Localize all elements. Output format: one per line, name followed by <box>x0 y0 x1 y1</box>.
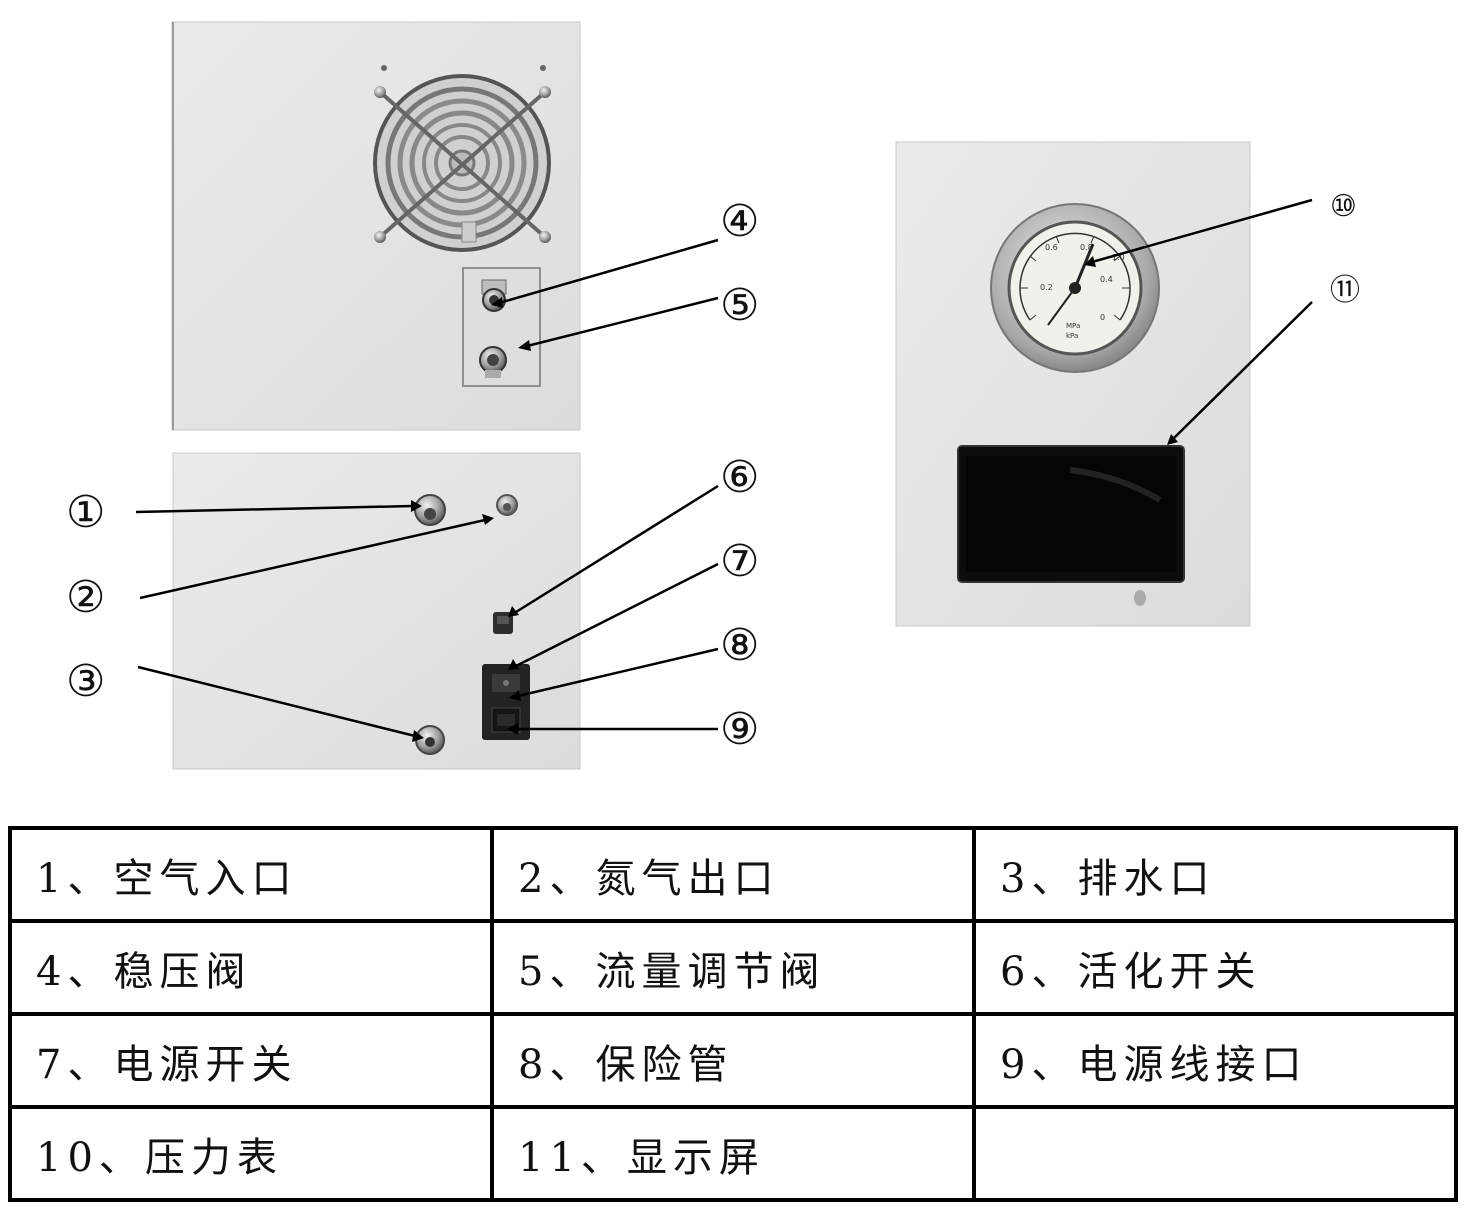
callout-3: ③ <box>66 656 105 707</box>
callout-6: ⑥ <box>720 452 759 503</box>
table-row: 7、电源开关 8、保险管 9、电源线接口 <box>8 1012 1458 1109</box>
gauge-tick-label: 0 <box>1100 313 1105 322</box>
legend-cell: 3、排水口 <box>972 826 1458 923</box>
gauge-tick-label: 0.4 <box>1100 275 1113 284</box>
legend-cell: 10、压力表 <box>8 1105 494 1202</box>
power-module-icon <box>482 664 530 740</box>
callout-5: ⑤ <box>720 280 759 331</box>
flow-control-valve-icon <box>479 346 507 378</box>
legend-cell: 1、空气入口 <box>8 826 494 923</box>
gauge-tick-label: 0.2 <box>1040 283 1053 292</box>
nitrogen-outlet-icon <box>496 494 518 516</box>
table-row: 4、稳压阀 5、流量调节阀 6、活化开关 <box>8 919 1458 1016</box>
component-legend-table: 1、空气入口 2、氮气出口 3、排水口 4、稳压阀 5、流量调节阀 6、活化开关… <box>8 826 1458 1202</box>
gauge-tick-label: 0.6 <box>1045 243 1058 252</box>
legend-cell: 11、显示屏 <box>490 1105 976 1202</box>
legend-cell <box>972 1105 1458 1202</box>
legend-cell: 8、保险管 <box>490 1012 976 1109</box>
gauge-unit-label: MPa <box>1066 322 1080 330</box>
gauge-tick-label: 1.0 <box>1112 253 1125 262</box>
legend-cell: 4、稳压阀 <box>8 919 494 1016</box>
callout-9: ⑨ <box>720 704 759 755</box>
table-row: 1、空气入口 2、氮气出口 3、排水口 <box>8 826 1458 923</box>
callout-8: ⑧ <box>720 620 759 671</box>
legend-cell: 6、活化开关 <box>972 919 1458 1016</box>
rear-panel-upper <box>171 21 581 431</box>
product-diagram: 0.6 0.4 0.2 0 0.8 1.0 MPa kPa <box>66 21 1360 770</box>
callout-10: ⑩ <box>1330 189 1357 224</box>
front-panel: 0.6 0.4 0.2 0 0.8 1.0 MPa kPa <box>895 141 1251 627</box>
leader-lines <box>135 198 1313 742</box>
cooling-fan-icon <box>373 65 551 252</box>
callout-11: ⑪ <box>1330 273 1360 308</box>
callout-2: ② <box>66 572 105 623</box>
legend-cell: 2、氮气出口 <box>490 826 976 923</box>
callout-4: ④ <box>720 196 759 247</box>
display-screen-icon <box>957 445 1185 606</box>
pressure-gauge-icon: 0.6 0.4 0.2 0 0.8 1.0 MPa kPa <box>990 203 1160 373</box>
air-inlet-icon <box>414 494 446 526</box>
legend-cell: 9、电源线接口 <box>972 1012 1458 1109</box>
callout-7: ⑦ <box>720 536 759 587</box>
legend-cell: 5、流量调节阀 <box>490 919 976 1016</box>
drain-outlet-icon <box>415 725 445 755</box>
activation-switch-icon <box>493 612 513 634</box>
gauge-tick-label: 0.8 <box>1080 243 1093 252</box>
table-row: 10、压力表 11、显示屏 <box>8 1105 1458 1202</box>
callout-1: ① <box>66 487 105 538</box>
gauge-unit-label: kPa <box>1066 332 1078 340</box>
legend-cell: 7、电源开关 <box>8 1012 494 1109</box>
